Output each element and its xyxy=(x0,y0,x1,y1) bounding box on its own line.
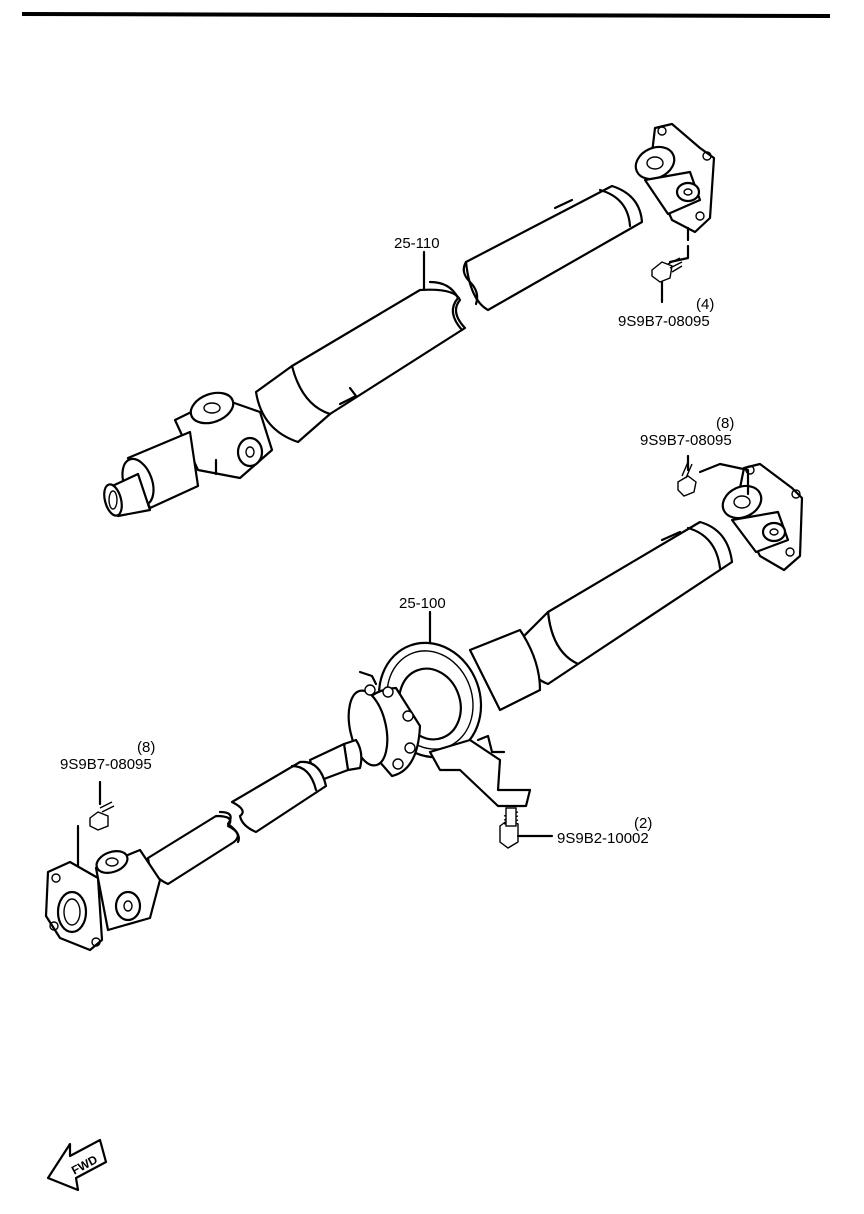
left-bolt xyxy=(76,780,115,868)
lower-shaft-label: 25-100 xyxy=(399,595,446,612)
lower-tube-front xyxy=(146,760,328,886)
lower-tube-rear xyxy=(518,520,734,686)
upper-front-joint xyxy=(173,391,274,480)
right-bolt-qty: (8) xyxy=(716,415,734,432)
right-bolt-part-number: 9S9B7-08095 xyxy=(640,432,732,449)
upper-bolt xyxy=(651,226,690,304)
upper-shaft xyxy=(103,122,716,518)
upper-shaft-label: 25-110 xyxy=(394,235,440,252)
lower-shaft xyxy=(44,454,804,952)
upper-slip-yoke xyxy=(103,430,200,518)
lower-front-flange xyxy=(44,848,162,952)
upper-rear-flange xyxy=(634,122,716,234)
left-bolt-qty: (8) xyxy=(137,739,155,756)
lower-rear-flange xyxy=(721,462,804,572)
upper-bolt-qty: (4) xyxy=(696,296,714,313)
bearing-bolt-part-number: 9S9B2-10002 xyxy=(557,830,649,847)
upper-bolt-part-number: 9S9B7-08095 xyxy=(618,313,710,330)
upper-tube-right xyxy=(462,184,644,312)
bearing-bolt xyxy=(499,807,554,849)
right-bolt xyxy=(677,454,750,497)
bearing-bolt-qty: (2) xyxy=(634,815,652,832)
fwd-arrow: FWD xyxy=(46,1138,108,1192)
left-bolt-part-number: 9S9B7-08095 xyxy=(60,756,152,773)
top-border xyxy=(21,12,831,18)
upper-tube-left xyxy=(254,280,467,444)
